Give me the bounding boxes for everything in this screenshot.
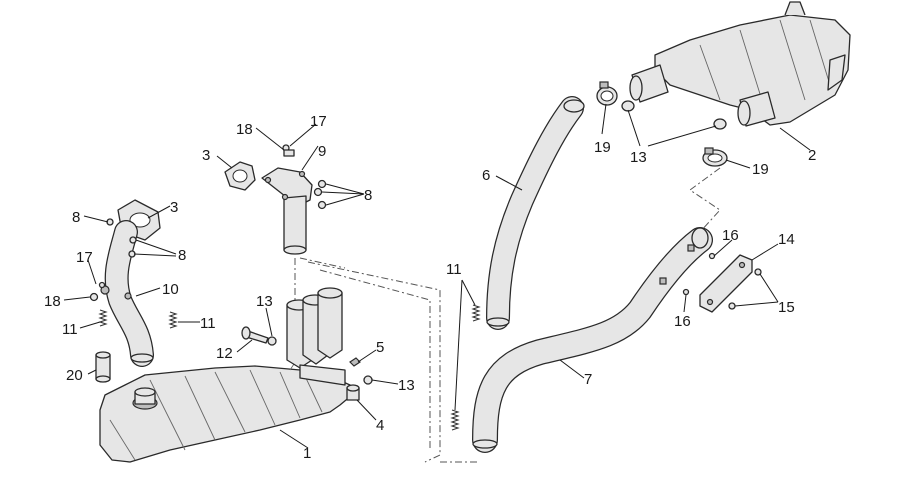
part-14-heat-shield	[699, 254, 753, 313]
callout-2: 2	[808, 147, 816, 164]
callout-13-right: 13	[630, 149, 647, 166]
callout-17-left: 17	[76, 249, 93, 266]
part-10-curved-pipe	[100, 220, 154, 367]
callout-11-right: 11	[446, 261, 462, 278]
callout-18-upper: 18	[236, 121, 253, 138]
callout-18-left: 18	[44, 293, 61, 310]
callout-5: 5	[376, 339, 384, 356]
callout-8-upper: 8	[364, 187, 372, 204]
callout-19-lower: 19	[752, 161, 769, 178]
part-4-damper	[346, 384, 360, 401]
callout-15: 15	[778, 299, 795, 316]
part-15-screws	[728, 268, 762, 310]
part-17-18-fasteners	[89, 144, 295, 302]
callout-1: 1	[303, 445, 311, 462]
callout-11-left: 11	[62, 321, 78, 338]
callout-8-left-bottom: 8	[178, 247, 186, 264]
callout-6: 6	[482, 167, 490, 184]
callout-13-left: 13	[256, 293, 273, 310]
leader-lines	[63, 103, 811, 449]
callout-19-upper: 19	[594, 139, 611, 156]
part-9-elbow-pipe	[261, 167, 313, 255]
callout-16-top: 16	[722, 227, 739, 244]
part-19-clamp-lower	[702, 147, 728, 167]
callout-11-mid: 11	[200, 315, 216, 332]
callout-16-bottom: 16	[674, 313, 691, 330]
part-5-clip	[349, 357, 361, 367]
callout-9: 9	[318, 143, 326, 160]
callout-10: 10	[162, 281, 179, 298]
callout-3-left: 3	[170, 199, 178, 216]
callout-13-mid: 13	[398, 377, 415, 394]
part-13-nut-left	[267, 336, 277, 346]
callout-3-upper: 3	[202, 147, 210, 164]
callout-8-left-top: 8	[72, 209, 80, 226]
part-20-sleeve	[95, 351, 111, 383]
callout-12: 12	[216, 345, 233, 362]
callout-4: 4	[376, 417, 384, 434]
callout-labels: 1 2 3 3 4 5 6 7 8 8 8 9 10 11 11 11 12 1…	[44, 113, 816, 462]
part-7-s-pipe	[472, 227, 713, 453]
callout-20: 20	[66, 367, 83, 384]
callout-7: 7	[584, 371, 592, 388]
part-12-bolt	[241, 326, 269, 344]
part-11-springs	[98, 304, 481, 431]
part-8-nuts-upper	[313, 179, 327, 210]
part-13-sleeves-right	[621, 100, 727, 130]
part-2-rear-silencer	[629, 1, 851, 127]
callout-17-upper: 17	[310, 113, 327, 130]
part-19-clamp-upper	[596, 81, 618, 106]
part-6-long-pipe	[486, 96, 585, 330]
part-3-gasket-upper	[224, 161, 256, 191]
part-1-outlet-pipes	[286, 287, 346, 386]
callout-14: 14	[778, 231, 795, 248]
part-13-nut-mid	[363, 375, 373, 385]
